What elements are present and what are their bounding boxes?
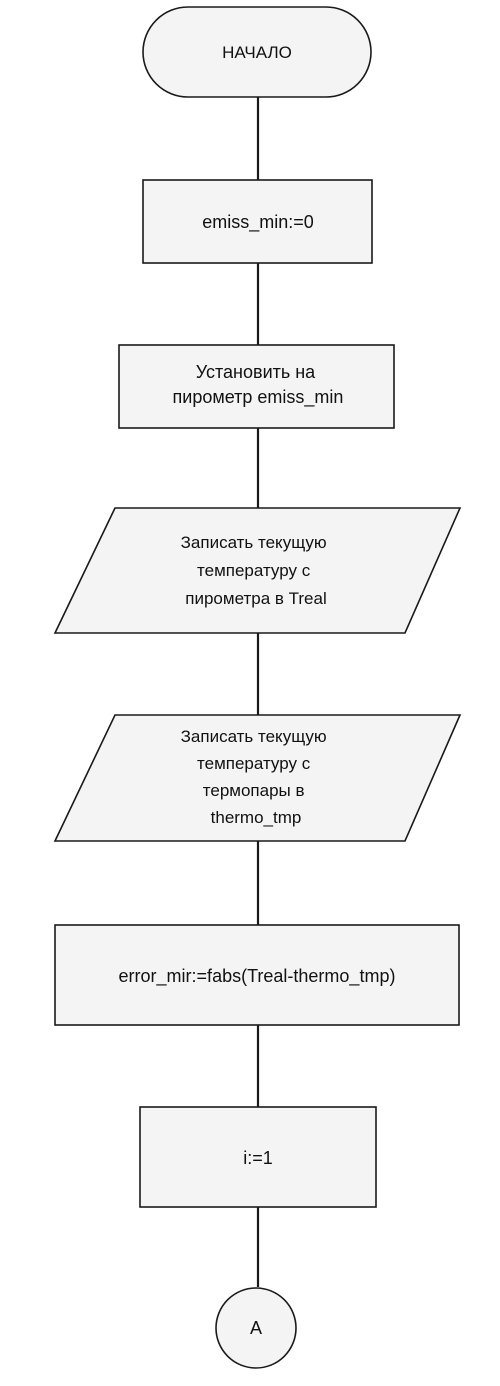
process-set-pyrometer-line-1: Установить на: [196, 362, 316, 382]
io-read-thermocouple-line-3: термопары в: [203, 781, 305, 800]
process-i-init-shape: [139, 1106, 377, 1208]
io-read-pyrometer-line-2: температуру с: [197, 561, 311, 580]
io-read-thermocouple-line-4: thermo_tmp: [211, 808, 302, 827]
process-error-mir-shape: [54, 924, 460, 1026]
process-set-pyrometer-label: Установить на пирометр emiss_min: [173, 362, 344, 408]
io-read-thermocouple-line-1: Записать текущую: [181, 727, 327, 746]
process-set-pyrometer-shape: [118, 344, 395, 429]
io-read-thermocouple: Записать текущую температуру с термопары…: [53, 714, 462, 842]
start-terminator: НАЧАЛО: [142, 6, 372, 98]
offpage-connector-shape: [215, 1287, 297, 1369]
process-set-pyrometer: Установить на пирометр emiss_min: [118, 344, 395, 429]
io-read-pyrometer: Записать текущую температуру с пирометра…: [53, 507, 462, 634]
io-read-pyrometer-line-3: пирометра в Treal: [185, 589, 326, 608]
io-read-pyrometer-label: Записать текущую температуру с пирометра…: [181, 533, 332, 608]
process-error-mir: error_mir:=fabs(Treal-thermo_tmp): [54, 924, 460, 1026]
io-read-pyrometer-line-1: Записать текущую: [181, 533, 327, 552]
process-i-init: i:=1: [139, 1106, 377, 1208]
process-emiss-min-init: emiss_min:=0: [142, 179, 373, 264]
offpage-connector-label: A: [250, 1318, 262, 1338]
io-read-thermocouple-shape: [53, 714, 462, 842]
io-read-thermocouple-label: Записать текущую температуру с термопары…: [181, 727, 332, 827]
io-read-thermocouple-line-2: температуру с: [197, 754, 311, 773]
process-set-pyrometer-line-2: пирометр emiss_min: [173, 387, 344, 408]
start-label: НАЧАЛО: [222, 43, 292, 62]
process-error-mir-label: error_mir:=fabs(Treal-thermo_tmp): [119, 966, 396, 987]
io-read-pyrometer-shape: [53, 507, 462, 634]
offpage-connector: A: [215, 1287, 297, 1369]
process-emiss-min-init-shape: [142, 179, 373, 264]
process-emiss-min-init-label: emiss_min:=0: [202, 212, 314, 233]
start-terminator-shape: [142, 6, 372, 98]
process-i-init-label: i:=1: [243, 1148, 273, 1168]
